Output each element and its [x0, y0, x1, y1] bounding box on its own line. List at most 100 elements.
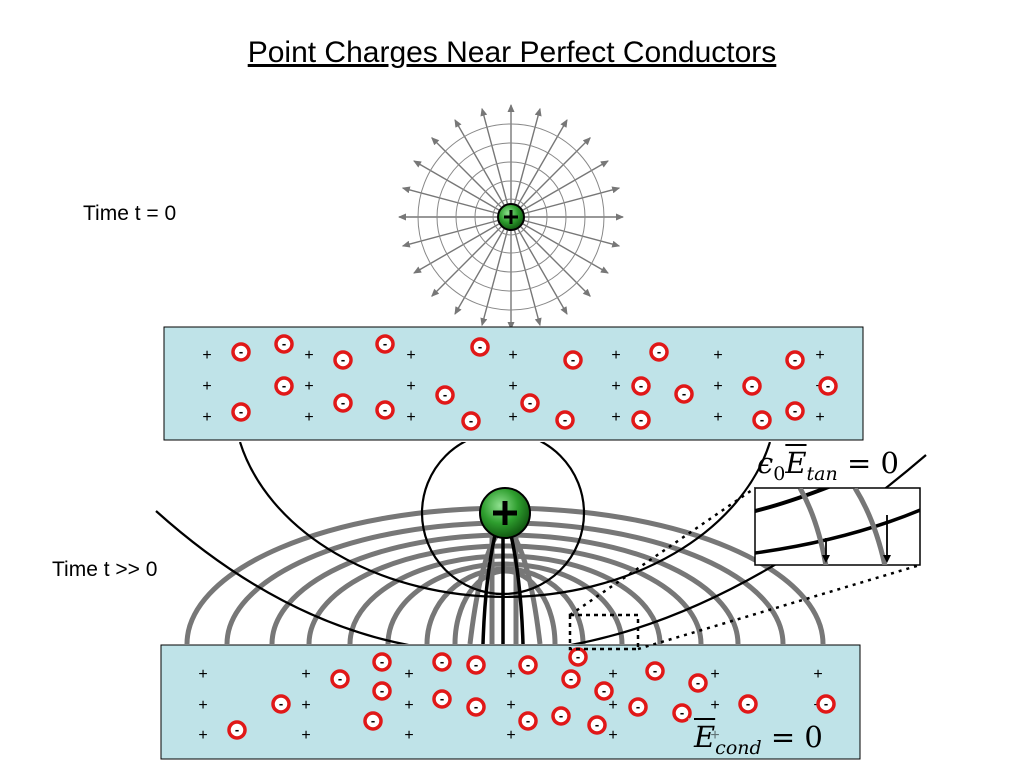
- svg-text:-: -: [478, 339, 482, 354]
- electron: -: [470, 337, 490, 357]
- epsilon-subscript: 0: [773, 462, 786, 485]
- field-line-arrow: [401, 186, 498, 215]
- field-line-arrow: [454, 119, 505, 206]
- svg-text:-: -: [282, 378, 286, 393]
- svg-text:-: -: [279, 696, 283, 711]
- svg-text:-: -: [793, 352, 797, 367]
- electron: -: [274, 376, 294, 396]
- electron: -: [738, 694, 758, 714]
- positive-ion: +: [608, 666, 617, 683]
- positive-ion: +: [508, 378, 517, 395]
- positive-ion: +: [198, 666, 207, 683]
- svg-text:-: -: [526, 657, 530, 672]
- field-line-arrow: [517, 228, 568, 315]
- electron: -: [432, 689, 452, 709]
- svg-text:-: -: [528, 395, 532, 410]
- epsilon-symbol: ϵ: [757, 446, 774, 480]
- positive-ion: +: [710, 666, 719, 683]
- field-line-arrow: [480, 230, 509, 327]
- positive-ion: +: [404, 727, 413, 744]
- svg-text:-: -: [440, 691, 444, 706]
- svg-text:-: -: [341, 352, 345, 367]
- electron: -: [375, 400, 395, 420]
- electron: -: [461, 411, 481, 431]
- electron: -: [372, 681, 392, 701]
- svg-text:-: -: [559, 708, 563, 723]
- field-line-arrow: [520, 226, 591, 297]
- electron: -: [818, 376, 838, 396]
- field-line-arrow: [480, 107, 509, 204]
- svg-text:-: -: [563, 412, 567, 427]
- electron: -: [555, 410, 575, 430]
- positive-ion: +: [301, 727, 310, 744]
- field-line-arrow: [454, 228, 505, 315]
- positive-ion: +: [608, 697, 617, 714]
- svg-text:-: -: [443, 387, 447, 402]
- electron: -: [561, 669, 581, 689]
- svg-text:-: -: [680, 705, 684, 720]
- electron: -: [752, 410, 772, 430]
- electron: -: [518, 655, 538, 675]
- field-line-arrow: [524, 186, 621, 215]
- svg-text:-: -: [793, 403, 797, 418]
- field-line-arrow: [522, 223, 609, 274]
- time-label-initial: Time t = 0: [83, 202, 177, 225]
- isolated-charge-field: [398, 104, 624, 330]
- svg-text:-: -: [383, 336, 387, 351]
- electron: -: [231, 402, 251, 422]
- bottom-conductor-charges: ++++++++++++++++++++--------------------…: [198, 647, 836, 744]
- zoom-inset: [754, 487, 921, 566]
- svg-text:-: -: [474, 699, 478, 714]
- field-line-arrow: [513, 230, 542, 327]
- time-label-steady: Time t >> 0: [52, 558, 158, 581]
- field-line-arrow: [524, 219, 621, 248]
- positive-ion: +: [198, 697, 207, 714]
- electron: -: [628, 697, 648, 717]
- electron: -: [435, 385, 455, 405]
- electron: -: [742, 376, 762, 396]
- page-title: Point Charges Near Perfect Conductors: [247, 36, 777, 69]
- electron: -: [333, 350, 353, 370]
- electron: -: [330, 669, 350, 689]
- electron: -: [631, 376, 651, 396]
- positive-ion: +: [406, 347, 415, 364]
- svg-text:-: -: [576, 649, 580, 664]
- electron: -: [688, 673, 708, 693]
- svg-text:-: -: [824, 696, 828, 711]
- positive-ion: +: [608, 727, 617, 744]
- svg-text:-: -: [571, 352, 575, 367]
- electron: -: [816, 694, 836, 714]
- positive-ion: +: [508, 409, 517, 426]
- svg-text:-: -: [569, 671, 573, 686]
- positive-ion: +: [506, 727, 515, 744]
- positive-ion: +: [406, 378, 415, 395]
- electron: -: [375, 334, 395, 354]
- positive-ion: +: [404, 666, 413, 683]
- electron: -: [674, 384, 694, 404]
- electron: -: [333, 393, 353, 413]
- svg-text:-: -: [653, 663, 657, 678]
- svg-text:-: -: [639, 378, 643, 393]
- svg-text:-: -: [526, 713, 530, 728]
- positive-ion: +: [508, 347, 517, 364]
- conductor-field-equation: Econd = 0: [694, 720, 823, 759]
- positive-ion: +: [815, 347, 824, 364]
- isolated-positive-charge: [497, 203, 525, 231]
- svg-text:-: -: [602, 683, 606, 698]
- electron: -: [227, 720, 247, 740]
- field-line-arrow: [431, 137, 502, 208]
- positive-ion: +: [202, 378, 211, 395]
- field-line-arrow: [413, 223, 500, 274]
- electron: -: [785, 401, 805, 421]
- svg-text:-: -: [469, 413, 473, 428]
- svg-text:-: -: [826, 378, 830, 393]
- svg-text:-: -: [750, 378, 754, 393]
- electron: -: [466, 697, 486, 717]
- positive-ion: +: [506, 666, 515, 683]
- conductor-rhs: = 0: [770, 720, 823, 754]
- conductor-field-symbol: E: [694, 720, 716, 754]
- svg-text:-: -: [235, 722, 239, 737]
- tangential-field-equation: ϵ0Etan = 0: [757, 446, 899, 485]
- electron: -: [631, 410, 651, 430]
- positive-ion: +: [404, 697, 413, 714]
